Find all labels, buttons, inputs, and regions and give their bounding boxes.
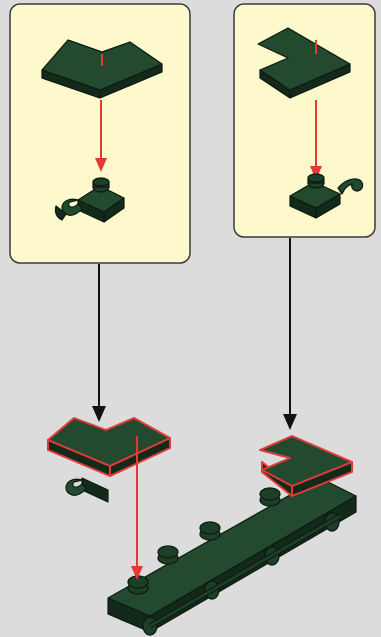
red-arrow-left-callout [95,100,107,172]
clip-plate-right-part [289,173,364,219]
l-plate-left-part [41,39,163,99]
l-plate-right-part [257,27,351,99]
arrow-right-to-assembly [283,238,297,430]
red-arrow-to-stud [131,436,143,580]
placed-l-plate-right [259,435,353,497]
side-bar-clips [142,512,342,636]
long-plate-assembly [107,477,357,636]
red-arrow-right-callout [310,100,322,180]
clip-plate-left-part [54,177,125,223]
placed-l-plate-left [47,417,171,503]
plate-studs [127,487,281,595]
arrow-left-to-assembly [92,264,106,422]
